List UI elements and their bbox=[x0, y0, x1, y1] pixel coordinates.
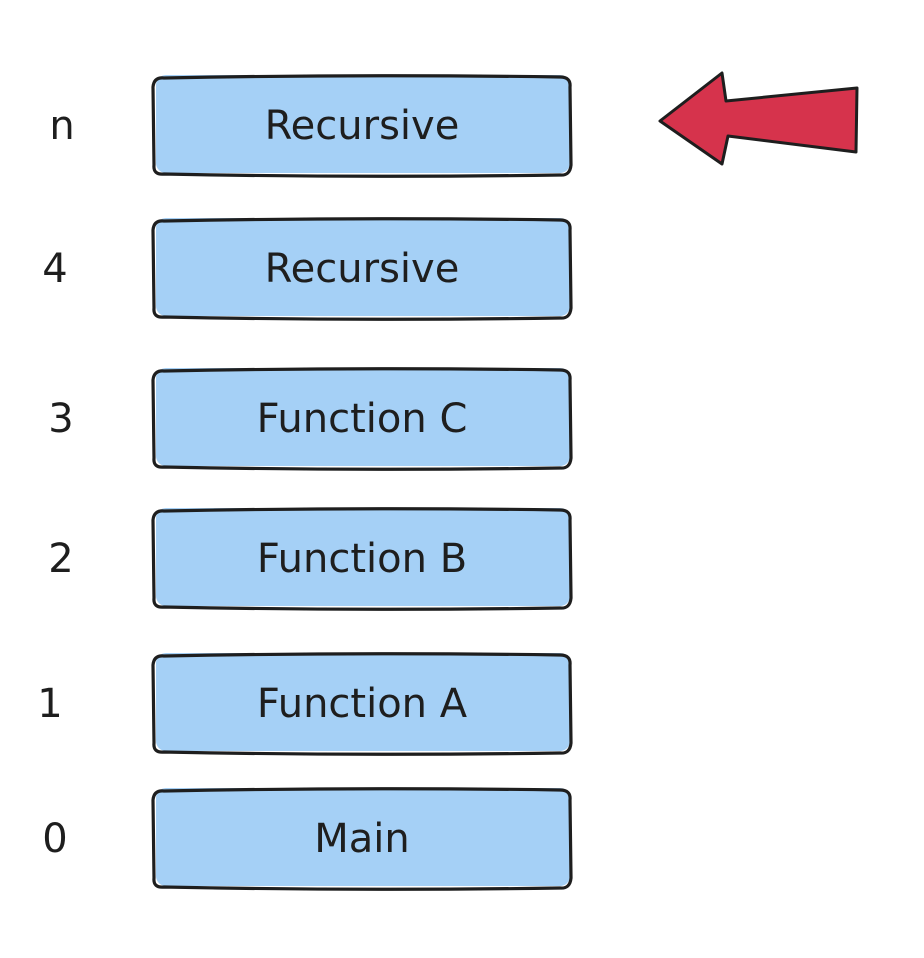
frame-label: Recursive bbox=[265, 246, 460, 292]
frame-box-fill bbox=[156, 508, 570, 606]
stack-frame: 1 Function A bbox=[37, 652, 573, 756]
frame-box-outline bbox=[151, 367, 573, 471]
frame-index: 2 bbox=[48, 536, 73, 582]
frame-index: 4 bbox=[42, 246, 67, 292]
frame-box-fill bbox=[156, 218, 570, 316]
stack-frame: 3 Function C bbox=[48, 367, 573, 471]
frame-label: Function B bbox=[257, 536, 467, 582]
stack-frame: 2 Function B bbox=[48, 507, 573, 611]
frame-index: 0 bbox=[42, 816, 67, 862]
frame-index: 1 bbox=[37, 681, 62, 727]
frame-box-outline bbox=[151, 217, 573, 321]
stack-frame: 0 Main bbox=[42, 787, 573, 891]
frame-box-fill bbox=[156, 368, 570, 466]
frame-label: Function C bbox=[257, 396, 468, 442]
frame-index: n bbox=[49, 103, 74, 149]
frame-box-outline bbox=[151, 74, 573, 178]
stack-frame: n Recursive bbox=[49, 74, 573, 178]
frame-box-outline bbox=[151, 787, 573, 891]
frame-label: Main bbox=[314, 816, 410, 862]
stack-frame: 4 Recursive bbox=[42, 217, 573, 321]
frame-label: Recursive bbox=[265, 103, 460, 149]
frame-box-outline bbox=[151, 507, 573, 611]
frame-box-fill bbox=[156, 653, 570, 751]
frame-box-fill bbox=[156, 75, 570, 173]
frame-box-fill bbox=[156, 788, 570, 886]
frame-label: Function A bbox=[257, 681, 468, 727]
left-arrow-icon bbox=[658, 71, 859, 166]
frame-box-outline bbox=[151, 652, 573, 756]
frame-index: 3 bbox=[48, 396, 73, 442]
